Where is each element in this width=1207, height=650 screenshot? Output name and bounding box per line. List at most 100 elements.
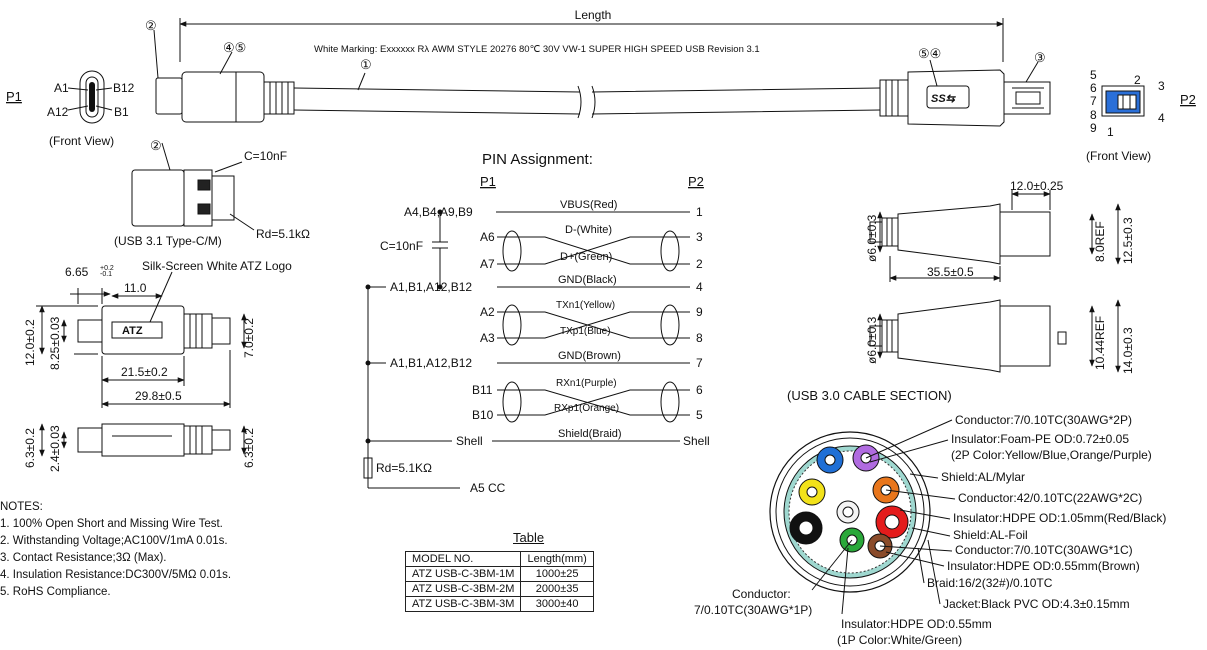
cable-jacket <box>293 87 581 115</box>
dim-dia-6-0-b: ø6.0±0.3 <box>865 316 879 364</box>
p1-pin-b10: B10 <box>472 408 494 422</box>
cell-length: 3000±40 <box>520 596 594 612</box>
dim-6-65: 6.65 <box>65 265 89 279</box>
atz-logo: ATZ <box>122 325 143 337</box>
dim-10-44-ref: 10.44REF <box>1093 316 1107 370</box>
section-label-1: Insulator:Foam-PE OD:0.72±0.05 <box>951 432 1129 446</box>
table-row: ATZ USB-C-3BM-1M 1000±25 <box>404 566 594 582</box>
callout-2-detail: ② <box>150 138 162 153</box>
typec-side-view <box>36 271 247 408</box>
pin-b1: B1 <box>114 105 129 119</box>
p1-front-view: P1 A1 A12 B12 B1 (Front View) <box>6 70 135 148</box>
section-label-6: Shield:AL-Foil <box>953 528 1028 542</box>
dim-6-3-b: 6.3±0.2 <box>242 428 256 468</box>
note-item: 2. Withstanding Voltage;AC100V/1mA 0.01s… <box>0 535 228 547</box>
header-model: MODEL NO. <box>404 551 522 567</box>
note-item: 5. RoHS Compliance. <box>0 586 111 598</box>
p2-label: P2 <box>1180 92 1196 107</box>
p2-front-view-label: (Front View) <box>1086 149 1151 163</box>
p1-pins-gnd2: A1,B1,A12,B12 <box>390 356 472 370</box>
dim-6-3-a: 6.3±0.2 <box>23 428 37 468</box>
p2-pin-r8: 8 <box>696 331 703 345</box>
typec-plug-tip <box>155 77 183 115</box>
pin-rd-label: Rd=5.1KΩ <box>376 461 432 475</box>
wire-txp1: TXp1(Blue) <box>560 326 611 337</box>
conductor-left-line2: 7/0.10TC(30AWG*1P) <box>694 603 812 617</box>
wire-rxn1: RXn1(Purple) <box>556 378 617 389</box>
table-header-row: MODEL NO. Length(mm) <box>404 551 594 567</box>
pin-a12: A12 <box>47 105 69 119</box>
typec-overmold <box>181 71 265 123</box>
p1-pins-vbus: A4,B4,A9,B9 <box>404 205 473 219</box>
p1-shell: Shell <box>456 434 483 448</box>
cell-model: ATZ USB-C-3BM-2M <box>404 581 522 597</box>
p2-pin-1: 1 <box>1107 125 1114 139</box>
cell-length: 1000±25 <box>520 566 594 582</box>
p1-front-view-label: (Front View) <box>49 134 114 148</box>
callout-5-4: ⑤④ <box>918 46 941 61</box>
note-item: 4. Insulation Resistance:DC300V/5MΩ 0.01… <box>0 569 232 581</box>
p2-pin-r4: 4 <box>696 280 703 294</box>
p2-pin-5: 5 <box>1090 68 1097 82</box>
p1-label: P1 <box>6 89 22 104</box>
section-label-7: Conductor:7/0.10TC(30AWG*1C) <box>955 543 1133 557</box>
dim-12-5: 12.5±0.3 <box>1121 217 1135 264</box>
section-label-0: Conductor:7/0.10TC(30AWG*2P) <box>955 413 1132 427</box>
wire-gnd-brown: GND(Brown) <box>558 350 621 362</box>
cell-length: 2000±35 <box>520 581 594 597</box>
p2-pin-r1: 1 <box>696 205 703 219</box>
p1-pin-a2: A2 <box>480 305 495 319</box>
dim-35-5: 35.5±0.5 <box>927 265 974 279</box>
insulator-bottom-line1: Insulator:HDPE OD:0.55mm <box>841 617 992 631</box>
table-title: Table <box>513 530 545 545</box>
pin-p2-header: P2 <box>688 174 704 189</box>
wire-txn1: TXn1(Yellow) <box>556 300 615 311</box>
p2-shell: Shell <box>683 434 710 448</box>
callout-4-5: ④⑤ <box>223 40 246 55</box>
p2-pin-4: 4 <box>1158 111 1165 125</box>
white-marking-text: White Marking: Exxxxxx Rλ AWM STYLE 2027… <box>314 44 760 55</box>
length-label: Length <box>575 8 612 22</box>
conductor-left-line1: Conductor: <box>732 587 791 601</box>
cable-section-title: (USB 3.0 CABLE SECTION) <box>787 388 952 403</box>
p1-pins-gnd1: A1,B1,A12,B12 <box>390 280 472 294</box>
section-label-8: Insulator:HDPE OD:0.55mm(Brown) <box>947 559 1140 573</box>
pin-assignment-title: PIN Assignment: <box>482 151 593 168</box>
section-label-5: Insulator:HDPE OD:1.05mm(Red/Black) <box>953 511 1166 525</box>
p2-pin-6: 6 <box>1090 81 1097 95</box>
pin-a5-cc: A5 CC <box>470 481 506 495</box>
p2-pin-r3: 3 <box>696 230 703 244</box>
p2-pin-7: 7 <box>1090 94 1097 108</box>
p2-pin-r6: 6 <box>696 383 703 397</box>
dim-14-0: 14.0±0.3 <box>1121 327 1135 374</box>
model-length-table: MODEL NO. Length(mm) ATZ USB-C-3BM-1M 10… <box>404 551 594 612</box>
dim-29-8: 29.8±0.5 <box>135 389 182 403</box>
usb-b-overmold <box>907 69 1005 127</box>
wire-rxp1: RXp1(Orange) <box>554 403 619 414</box>
insulator-bottom-line2: (1P Color:White/Green) <box>837 633 962 647</box>
cable-cross-section: (USB 3.0 CABLE SECTION) <box>694 388 1166 647</box>
wire-gnd-black: GND(Black) <box>558 274 617 286</box>
section-label-2: (2P Color:Yellow/Blue,Orange/Purple) <box>951 448 1152 462</box>
cap-label-detail: C=10nF <box>244 149 287 163</box>
dim-dia-6-0-a: ø6.0±0.3 <box>865 214 879 262</box>
silk-screen-label: Silk-Screen White ATZ Logo <box>142 259 292 273</box>
dim-12-0: 12.0±0.2 <box>23 319 37 366</box>
header-length: Length(mm) <box>520 551 594 567</box>
resistor-label-detail: Rd=5.1kΩ <box>256 227 310 241</box>
typec-detail-view <box>131 142 255 231</box>
cell-model: ATZ USB-C-3BM-3M <box>404 596 522 612</box>
dim-6-65-tol-plus: +0.2 <box>100 265 114 272</box>
callout-3: ③ <box>1034 50 1046 65</box>
dim-8-25: 8.25±0.03 <box>48 316 62 370</box>
dim-11-0: 11.0 <box>124 281 147 295</box>
p2-pin-2: 2 <box>1134 73 1141 87</box>
wire-shield: Shield(Braid) <box>558 428 622 440</box>
pin-b12: B12 <box>113 81 135 95</box>
table-row: ATZ USB-C-3BM-3M 3000±40 <box>404 596 594 612</box>
ss-logo-frame <box>926 85 970 109</box>
pin-cap-label: C=10nF <box>380 239 423 253</box>
notes-block: NOTES: 1. 100% Open Short and Missing Wi… <box>0 499 231 601</box>
typec-bottom-view <box>39 423 247 457</box>
